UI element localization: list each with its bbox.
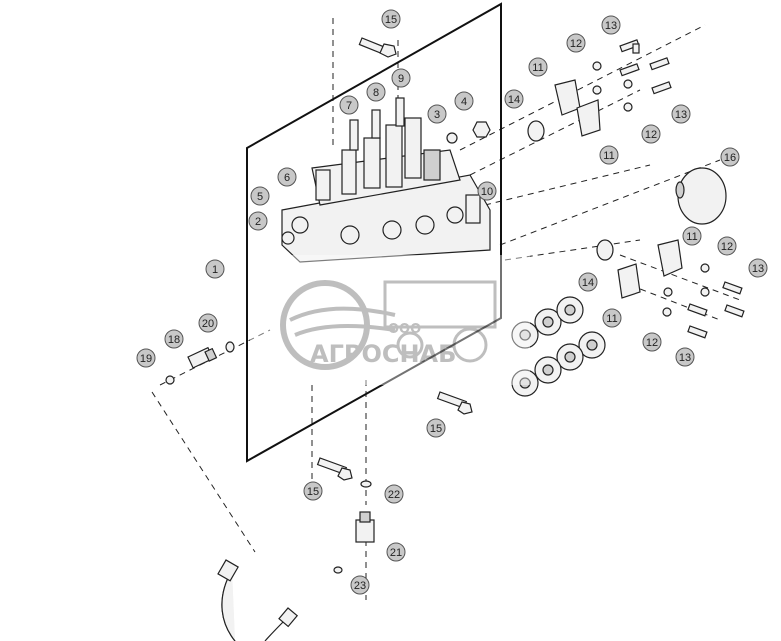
callout-c13b: 13 bbox=[671, 104, 691, 124]
fitting-18 bbox=[187, 346, 218, 369]
seal-22 bbox=[360, 480, 372, 488]
callout-number: 11 bbox=[603, 150, 614, 162]
callout-number: 22 bbox=[388, 489, 400, 501]
callout-number: 18 bbox=[168, 334, 180, 346]
callout-c16: 16 bbox=[720, 147, 740, 167]
callout-number: 2 bbox=[255, 216, 261, 228]
callout-c3: 3 bbox=[427, 104, 447, 124]
callout-c10: 10 bbox=[477, 181, 497, 201]
callout-number: 3 bbox=[434, 109, 440, 121]
flange-clamps-11-top bbox=[554, 79, 601, 137]
callout-c12d: 12 bbox=[642, 332, 662, 352]
callout-number: 13 bbox=[752, 263, 764, 275]
callout-c2: 2 bbox=[248, 211, 268, 231]
o-ring-14-top bbox=[527, 120, 545, 142]
callout-c7: 7 bbox=[339, 95, 359, 115]
callout-number: 20 bbox=[202, 318, 214, 330]
callout-c21: 21 bbox=[386, 542, 406, 562]
callout-c15b: 15 bbox=[426, 418, 446, 438]
callout-c9: 9 bbox=[391, 68, 411, 88]
hydraulic-hose bbox=[217, 559, 299, 641]
callout-c12b: 12 bbox=[641, 124, 661, 144]
callout-number: 13 bbox=[605, 20, 617, 32]
callout-c6: 6 bbox=[277, 167, 297, 187]
callout-number: 12 bbox=[721, 241, 733, 253]
accumulator-16 bbox=[675, 167, 727, 225]
callout-number: 5 bbox=[257, 191, 263, 203]
elbow-fitting-21 bbox=[355, 511, 375, 543]
callout-number: 14 bbox=[582, 277, 594, 289]
callout-number: 7 bbox=[346, 100, 352, 112]
watermark-prefix: ООО bbox=[388, 322, 421, 337]
callout-c12a: 12 bbox=[566, 33, 586, 53]
bolt-15-lower-right bbox=[436, 391, 473, 415]
callout-number: 16 bbox=[724, 152, 736, 164]
callout-number: 13 bbox=[679, 352, 691, 364]
callout-number: 15 bbox=[385, 14, 397, 26]
callout-c13a: 13 bbox=[601, 15, 621, 35]
bolt-15-lower-left bbox=[316, 457, 353, 481]
agrosnab-watermark: ООО АГРОСНАБ bbox=[250, 255, 530, 385]
o-ring-14-lower bbox=[596, 239, 614, 261]
washer-3 bbox=[446, 132, 458, 144]
control-valve-block bbox=[281, 97, 491, 263]
callout-number: 14 bbox=[508, 94, 520, 106]
callout-c14b: 14 bbox=[578, 272, 598, 292]
callout-c15c: 15 bbox=[303, 481, 323, 501]
callout-number: 12 bbox=[570, 38, 582, 50]
callout-number: 11 bbox=[606, 313, 617, 325]
callout-number: 10 bbox=[481, 186, 493, 198]
seal-19 bbox=[165, 375, 175, 385]
callout-c14a: 14 bbox=[504, 89, 524, 109]
bolt-15-top bbox=[358, 37, 397, 58]
bolts-13-top bbox=[619, 39, 672, 95]
callout-c12c: 12 bbox=[717, 236, 737, 256]
callout-c19: 19 bbox=[136, 348, 156, 368]
watermark-brand: АГРОСНАБ bbox=[310, 340, 456, 368]
callout-number: 12 bbox=[646, 337, 658, 349]
callout-c8: 8 bbox=[366, 82, 386, 102]
callout-number: 8 bbox=[373, 87, 379, 99]
washers-12-top bbox=[592, 61, 633, 112]
callout-c11d: 11 bbox=[602, 308, 622, 328]
callout-c13d: 13 bbox=[675, 347, 695, 367]
callout-c11b: 11 bbox=[599, 145, 619, 165]
nut-4 bbox=[472, 121, 491, 138]
callout-number: 23 bbox=[354, 580, 366, 592]
callout-number: 21 bbox=[390, 547, 402, 559]
callout-number: 15 bbox=[430, 423, 442, 435]
callout-number: 1 bbox=[212, 264, 218, 276]
callout-number: 11 bbox=[686, 231, 697, 243]
callout-c5: 5 bbox=[250, 186, 270, 206]
flange-clamps-11-lower bbox=[617, 239, 683, 299]
seal-23 bbox=[333, 566, 343, 574]
valve-assembly-frame bbox=[246, 2, 502, 463]
callout-c23: 23 bbox=[350, 575, 370, 595]
callout-number: 19 bbox=[140, 353, 152, 365]
callout-c11c: 11 bbox=[682, 226, 702, 246]
callout-c1: 1 bbox=[205, 259, 225, 279]
callout-c20: 20 bbox=[198, 313, 218, 333]
callout-c4: 4 bbox=[454, 91, 474, 111]
callout-number: 13 bbox=[675, 109, 687, 121]
callout-c15a: 15 bbox=[381, 9, 401, 29]
port-flanges bbox=[511, 296, 606, 397]
callout-number: 11 bbox=[532, 62, 543, 74]
callout-c22: 22 bbox=[384, 484, 404, 504]
callout-number: 6 bbox=[284, 172, 290, 184]
seal-20 bbox=[225, 341, 235, 353]
callout-number: 15 bbox=[307, 486, 319, 498]
callout-c11a: 11 bbox=[528, 57, 548, 77]
callout-c13c: 13 bbox=[748, 258, 768, 278]
callout-number: 9 bbox=[398, 73, 404, 85]
callout-number: 4 bbox=[461, 96, 467, 108]
callout-c18: 18 bbox=[164, 329, 184, 349]
hardware-lower-right bbox=[662, 263, 745, 339]
callout-number: 12 bbox=[645, 129, 657, 141]
